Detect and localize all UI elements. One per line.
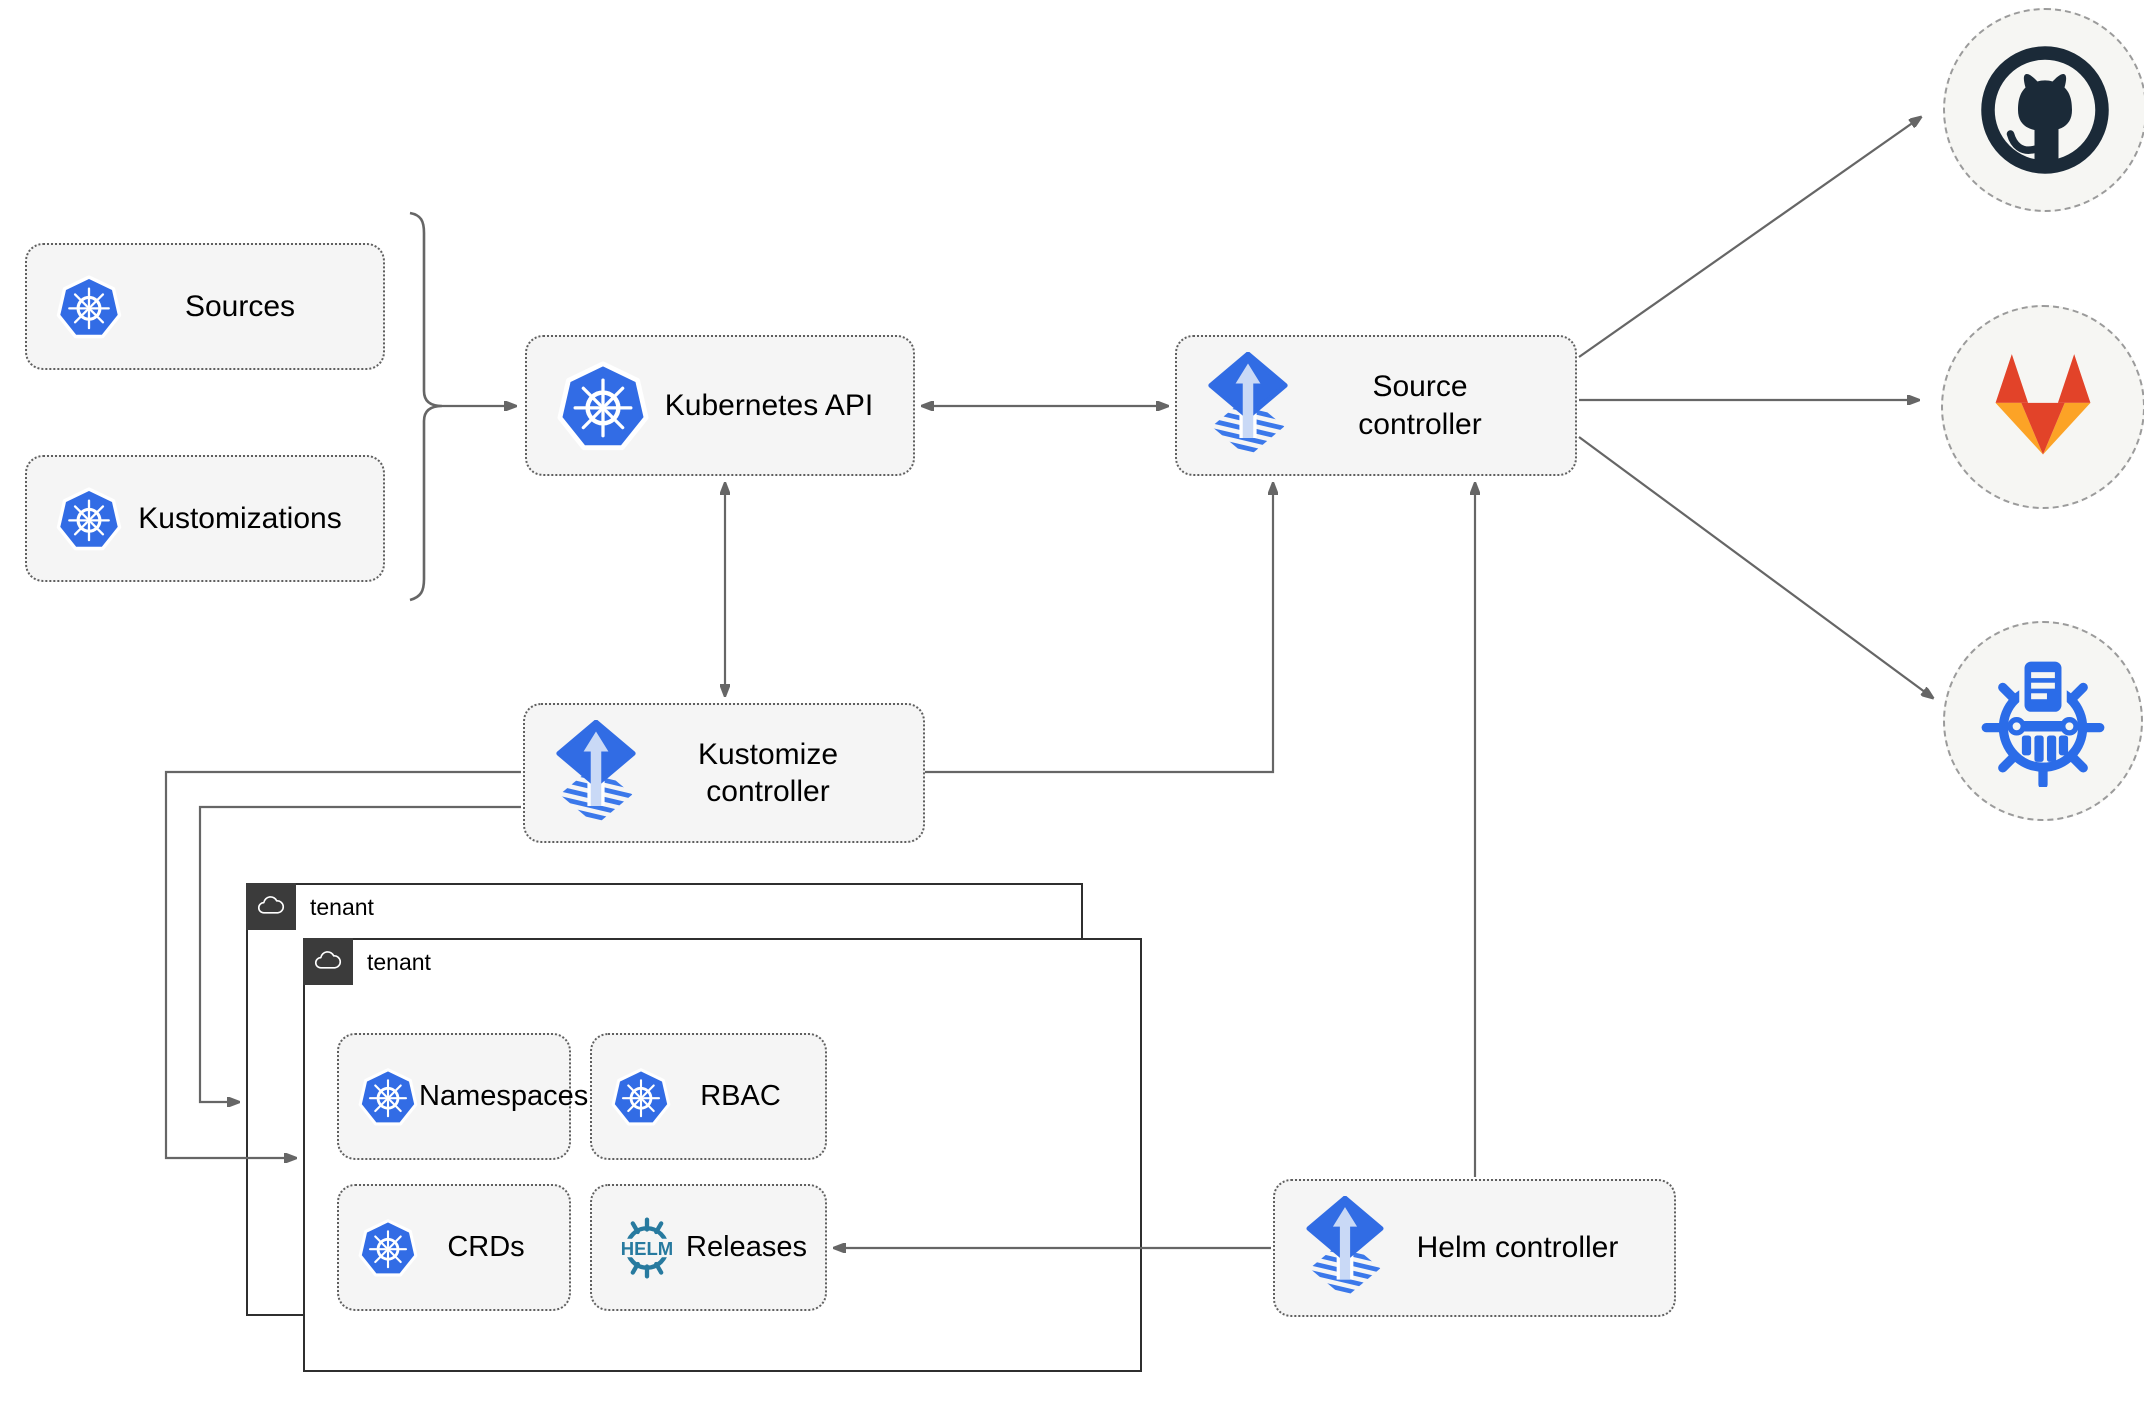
github-icon [1970, 35, 2120, 185]
node-label: Kustomizations [138, 501, 342, 535]
node-label: Helm controller [1416, 1231, 1619, 1265]
external-gitlab [1941, 305, 2144, 509]
cloud-icon [246, 883, 296, 930]
kubernetes-icon [357, 1066, 419, 1128]
kubernetes-icon [555, 358, 651, 454]
arrow-kustomize-controller-to-source-controller [925, 483, 1273, 774]
node-rbac: RBAC [590, 1033, 827, 1160]
node-label: Sources [184, 289, 296, 323]
flux-icon [553, 720, 639, 827]
node-namespaces: Namespaces [337, 1033, 588, 1160]
external-registry [1943, 621, 2143, 821]
tenant-front-label: tenant [367, 949, 431, 975]
node-kubernetes-api: Kubernetes API [525, 335, 915, 476]
tenant-back-label: tenant [310, 894, 374, 920]
node-releases: HELM Releases [590, 1184, 827, 1311]
kubernetes-icon [55, 273, 123, 341]
node-source-controller: Source controller [1175, 335, 1577, 476]
flux-icon [1205, 352, 1291, 459]
node-crds: CRDs [337, 1184, 571, 1311]
cloud-icon [303, 938, 353, 985]
arrow-source-controller-to-registry [1578, 436, 1933, 698]
node-helm-controller: Helm controller [1273, 1179, 1676, 1317]
node-label: Source controller [1358, 370, 1482, 441]
kubernetes-icon [55, 485, 123, 553]
kubernetes-wheel-document-icon [1977, 655, 2109, 787]
arrow-source-controller-to-github [1578, 117, 1921, 358]
node-label: RBAC [700, 1080, 781, 1113]
node-kustomize-controller: Kustomize controller [523, 703, 925, 843]
flux-icon [1303, 1196, 1387, 1300]
node-label: CRDs [447, 1231, 525, 1264]
node-label: Kubernetes API [664, 388, 874, 422]
brace-sources-kustomizations [409, 211, 443, 602]
kubernetes-icon [610, 1066, 672, 1128]
node-label: Kustomize controller [697, 737, 839, 809]
kubernetes-icon [357, 1217, 419, 1279]
gitlab-icon [1975, 346, 2111, 468]
node-label: Namespaces [419, 1080, 589, 1113]
helm-wheel-icon: HELM [610, 1214, 684, 1282]
node-label: Releases [686, 1231, 807, 1264]
helm-logo-text: HELM [621, 1237, 673, 1258]
node-sources: Sources [25, 243, 385, 370]
external-github [1943, 8, 2144, 212]
node-kustomizations: Kustomizations [25, 455, 385, 582]
